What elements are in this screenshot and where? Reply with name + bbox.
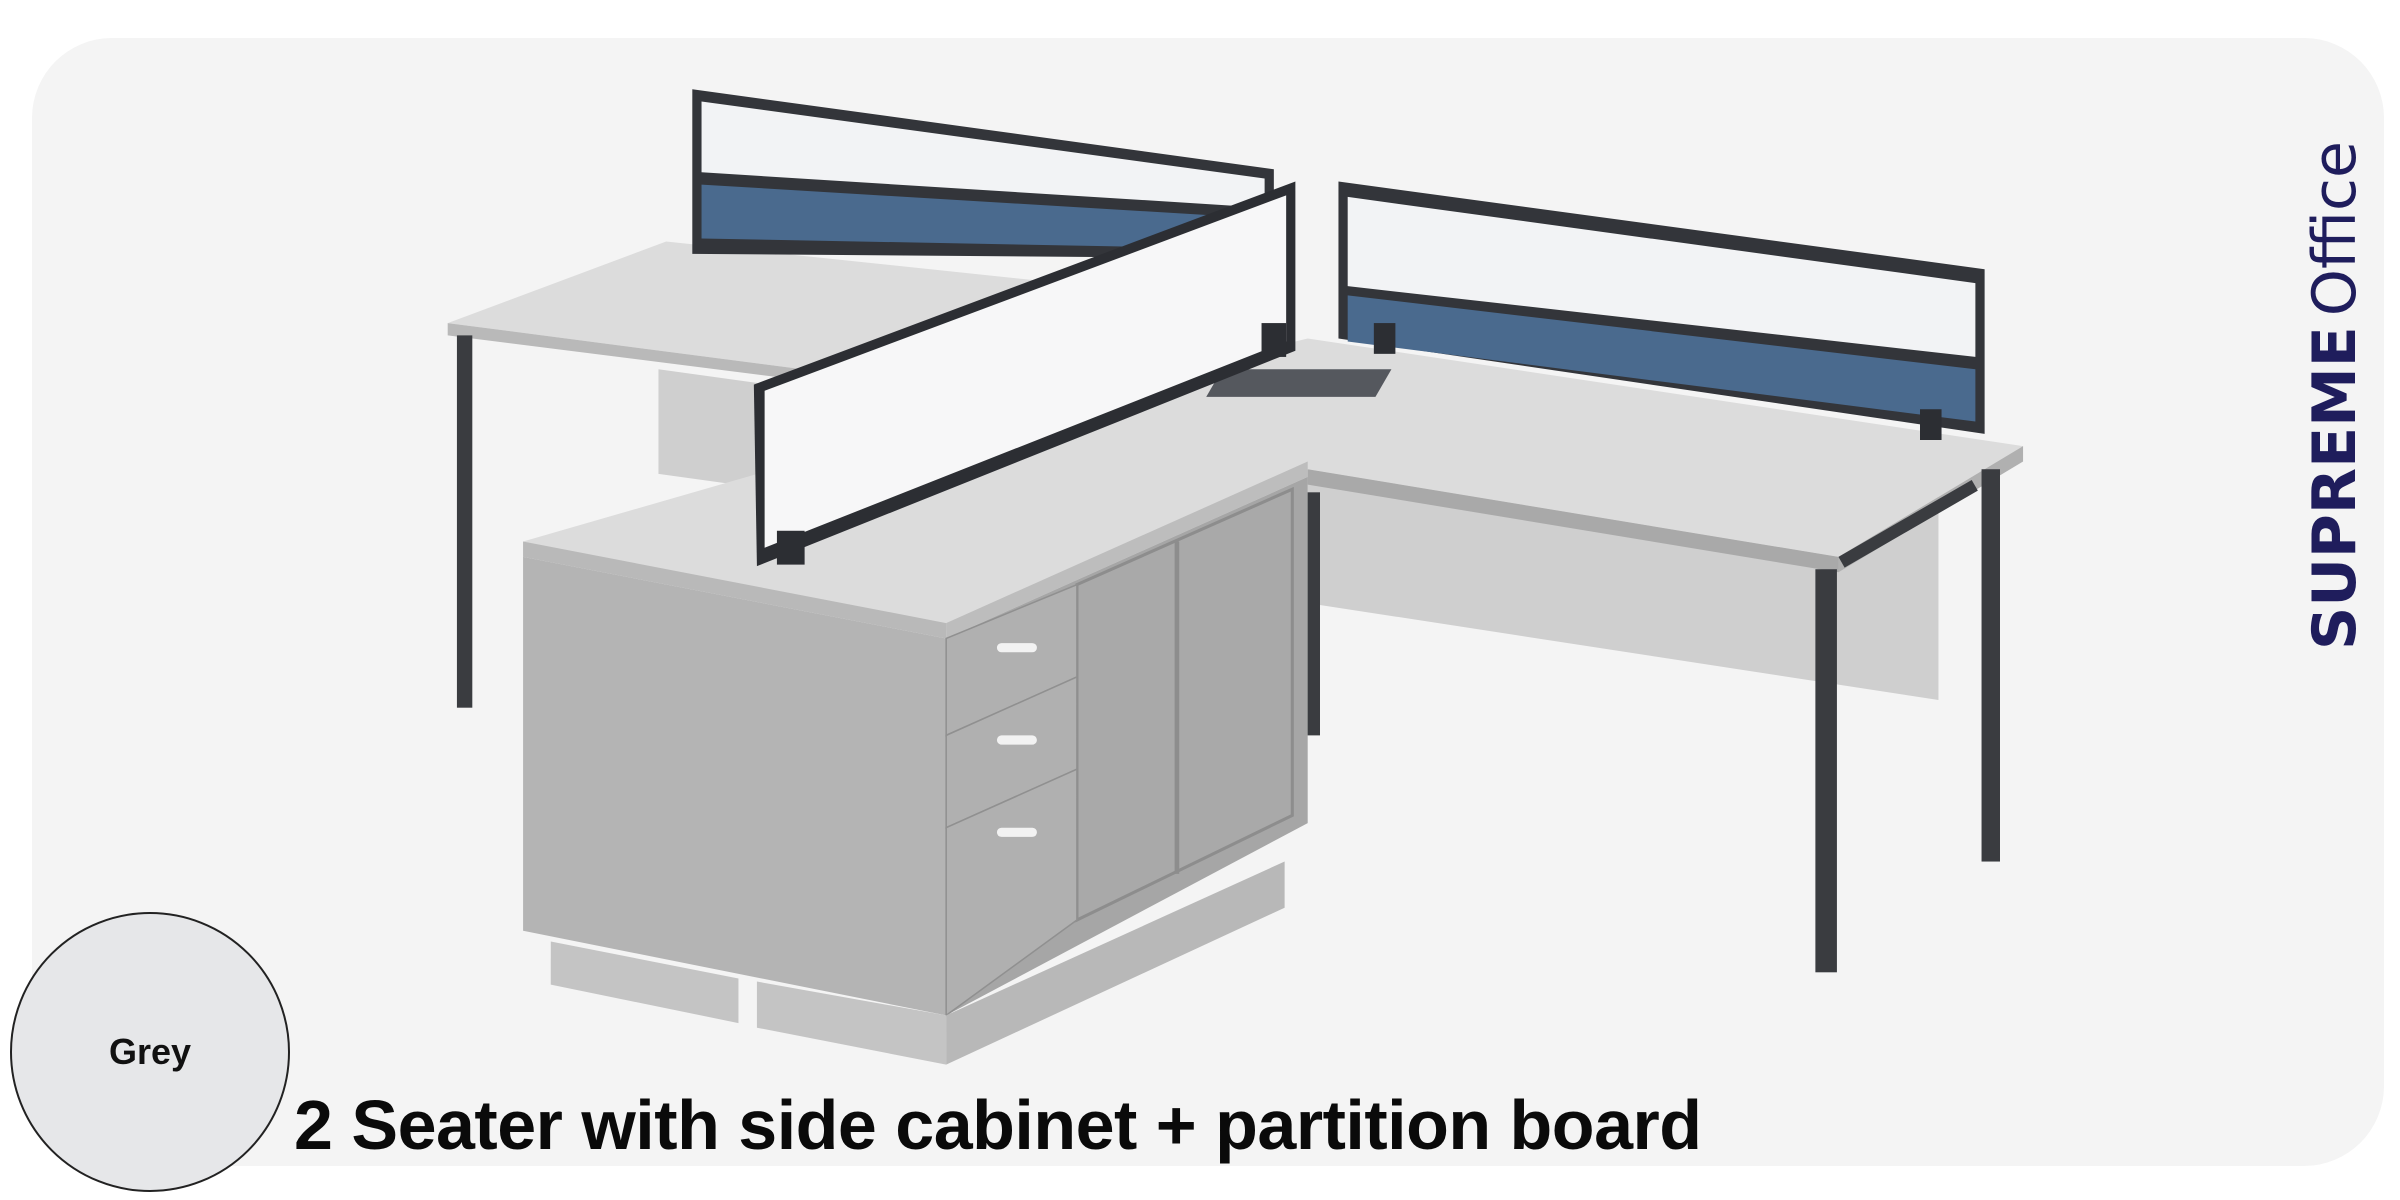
brand-name-light: Office bbox=[2300, 141, 2370, 317]
brand-logo: SUPREME Office bbox=[2300, 141, 2370, 650]
back-left-screen bbox=[692, 89, 1274, 259]
brand-name-bold: SUPREME bbox=[2300, 326, 2370, 650]
side-cabinet bbox=[523, 461, 1308, 1065]
color-swatch-grey[interactable]: Grey bbox=[10, 912, 290, 1192]
product-title: 2 Seater with side cabinet + partition b… bbox=[294, 1086, 1702, 1164]
color-swatch-label: Grey bbox=[108, 1031, 192, 1072]
right-screen bbox=[1338, 181, 1985, 440]
center-divider-screen bbox=[753, 181, 1296, 567]
